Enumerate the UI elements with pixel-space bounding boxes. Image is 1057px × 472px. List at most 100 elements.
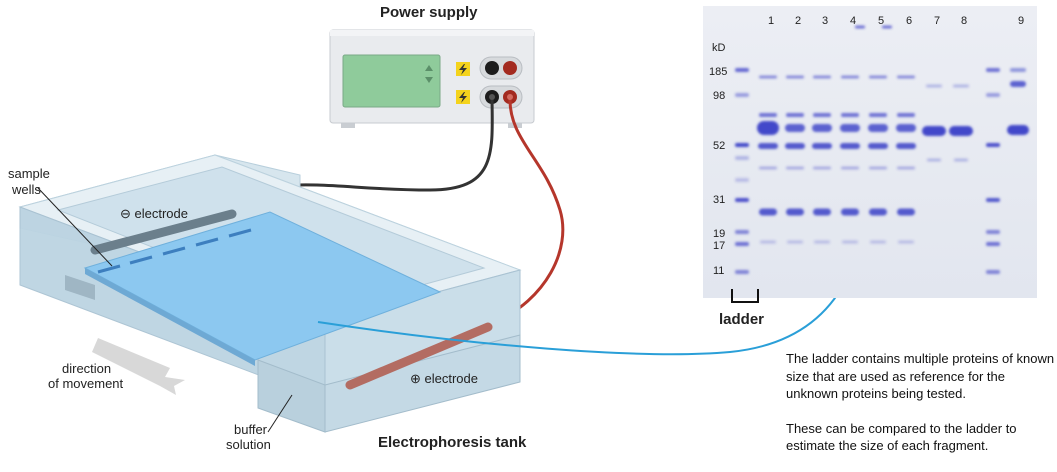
sample-band (1010, 68, 1026, 72)
ladder-band (986, 198, 1000, 202)
lane-number-5: 5 (878, 15, 884, 27)
sample-band (927, 158, 941, 162)
sample-band (896, 124, 916, 132)
ladder-band (986, 230, 1000, 234)
power-supply (329, 29, 535, 128)
ladder-band (986, 270, 1000, 274)
marker-185: 185 (709, 66, 727, 78)
sample-band (869, 113, 887, 117)
direction-arrow (92, 338, 185, 395)
hazard-icon (456, 62, 470, 76)
marker-52: 52 (713, 140, 725, 152)
sample-band (813, 75, 831, 79)
buffer-pointer (267, 394, 293, 433)
sample-band (813, 166, 831, 170)
lane-number-6: 6 (906, 15, 912, 27)
sample-band (786, 113, 804, 117)
ladder-label: ladder (719, 311, 764, 328)
sample-band (897, 166, 915, 170)
sample-band (842, 240, 858, 244)
sample-band (869, 166, 887, 170)
sample-band (840, 143, 860, 149)
sample-wells-label-1: sample (8, 166, 50, 181)
sample-band (814, 240, 830, 244)
sample-band (813, 208, 831, 216)
sample-band (869, 75, 887, 79)
sample-band (785, 124, 805, 132)
lane-number-9: 9 (1018, 15, 1024, 27)
marker-19: 19 (713, 228, 725, 240)
description-paragraph-2: These can be compared to the ladder to e… (786, 420, 1017, 454)
positive-electrode (345, 322, 493, 390)
ladder-band (735, 68, 749, 72)
sample-band (953, 84, 969, 88)
hazard-icon (456, 90, 470, 104)
marker-11: 11 (713, 265, 724, 277)
sample-band (897, 75, 915, 79)
marker-98: 98 (713, 90, 725, 102)
tank-title: Electrophoresis tank (378, 434, 527, 451)
sample-band (949, 126, 973, 136)
buffer-label-1: buffer (234, 422, 268, 437)
kd-unit-label: kD (712, 42, 726, 54)
sample-band (926, 84, 942, 88)
sample-wells-label-2: wells (11, 182, 41, 197)
sample-band (922, 126, 946, 136)
sample-band (869, 208, 887, 216)
sample-band (868, 143, 888, 149)
sample-band (954, 158, 968, 162)
sample-band (855, 25, 865, 29)
sample-band (786, 75, 804, 79)
marker-31: 31 (713, 194, 725, 206)
direction-label-1: direction (62, 361, 111, 376)
sample-band (1007, 125, 1029, 135)
marker-17: 17 (713, 240, 725, 252)
pos-electrode-label: ⊕ electrode (410, 371, 478, 386)
sample-band (896, 143, 916, 149)
ladder-band (735, 156, 749, 160)
ladder-band (986, 68, 1000, 72)
lane-number-2: 2 (795, 15, 801, 27)
lane-number-7: 7 (934, 15, 940, 27)
electrophoresis-tank (18, 154, 522, 433)
sample-band (897, 113, 915, 117)
negative-electrode (90, 209, 237, 255)
sample-band (868, 124, 888, 132)
sample-band (786, 166, 804, 170)
lane-number-8: 8 (961, 15, 967, 27)
description-paragraph-1: The ladder contains multiple proteins of… (786, 351, 1055, 401)
sample-band (759, 75, 777, 79)
sample-wells-pointer (37, 187, 113, 267)
description-panel: The ladder contains multiple proteins of… (786, 350, 1056, 472)
sample-band (812, 143, 832, 149)
terminal-black (485, 61, 499, 75)
ladder-band (735, 198, 749, 202)
lane-number-4: 4 (850, 15, 856, 27)
sample-band (898, 240, 914, 244)
ladder-band (986, 143, 1000, 147)
red-wire (494, 99, 565, 324)
ladder-band (735, 242, 749, 246)
ladder-band (735, 270, 749, 274)
sample-band (759, 113, 777, 117)
ladder-band (735, 178, 749, 182)
sample-band (813, 113, 831, 117)
ladder-band (735, 93, 749, 97)
lane-number-1: 1 (768, 15, 774, 27)
ladder-band (735, 230, 749, 234)
lane-number-3: 3 (822, 15, 828, 27)
ladder-band (735, 143, 749, 147)
sample-band (758, 143, 778, 149)
sample-band (812, 124, 832, 132)
sample-band (841, 166, 859, 170)
sample-wells (97, 228, 252, 274)
sample-band (759, 166, 777, 170)
sample-band (787, 240, 803, 244)
sample-band (870, 240, 886, 244)
terminal-red (503, 61, 517, 75)
sample-band (841, 75, 859, 79)
power-display (342, 54, 441, 108)
sample-band (785, 143, 805, 149)
sample-band (840, 124, 860, 132)
